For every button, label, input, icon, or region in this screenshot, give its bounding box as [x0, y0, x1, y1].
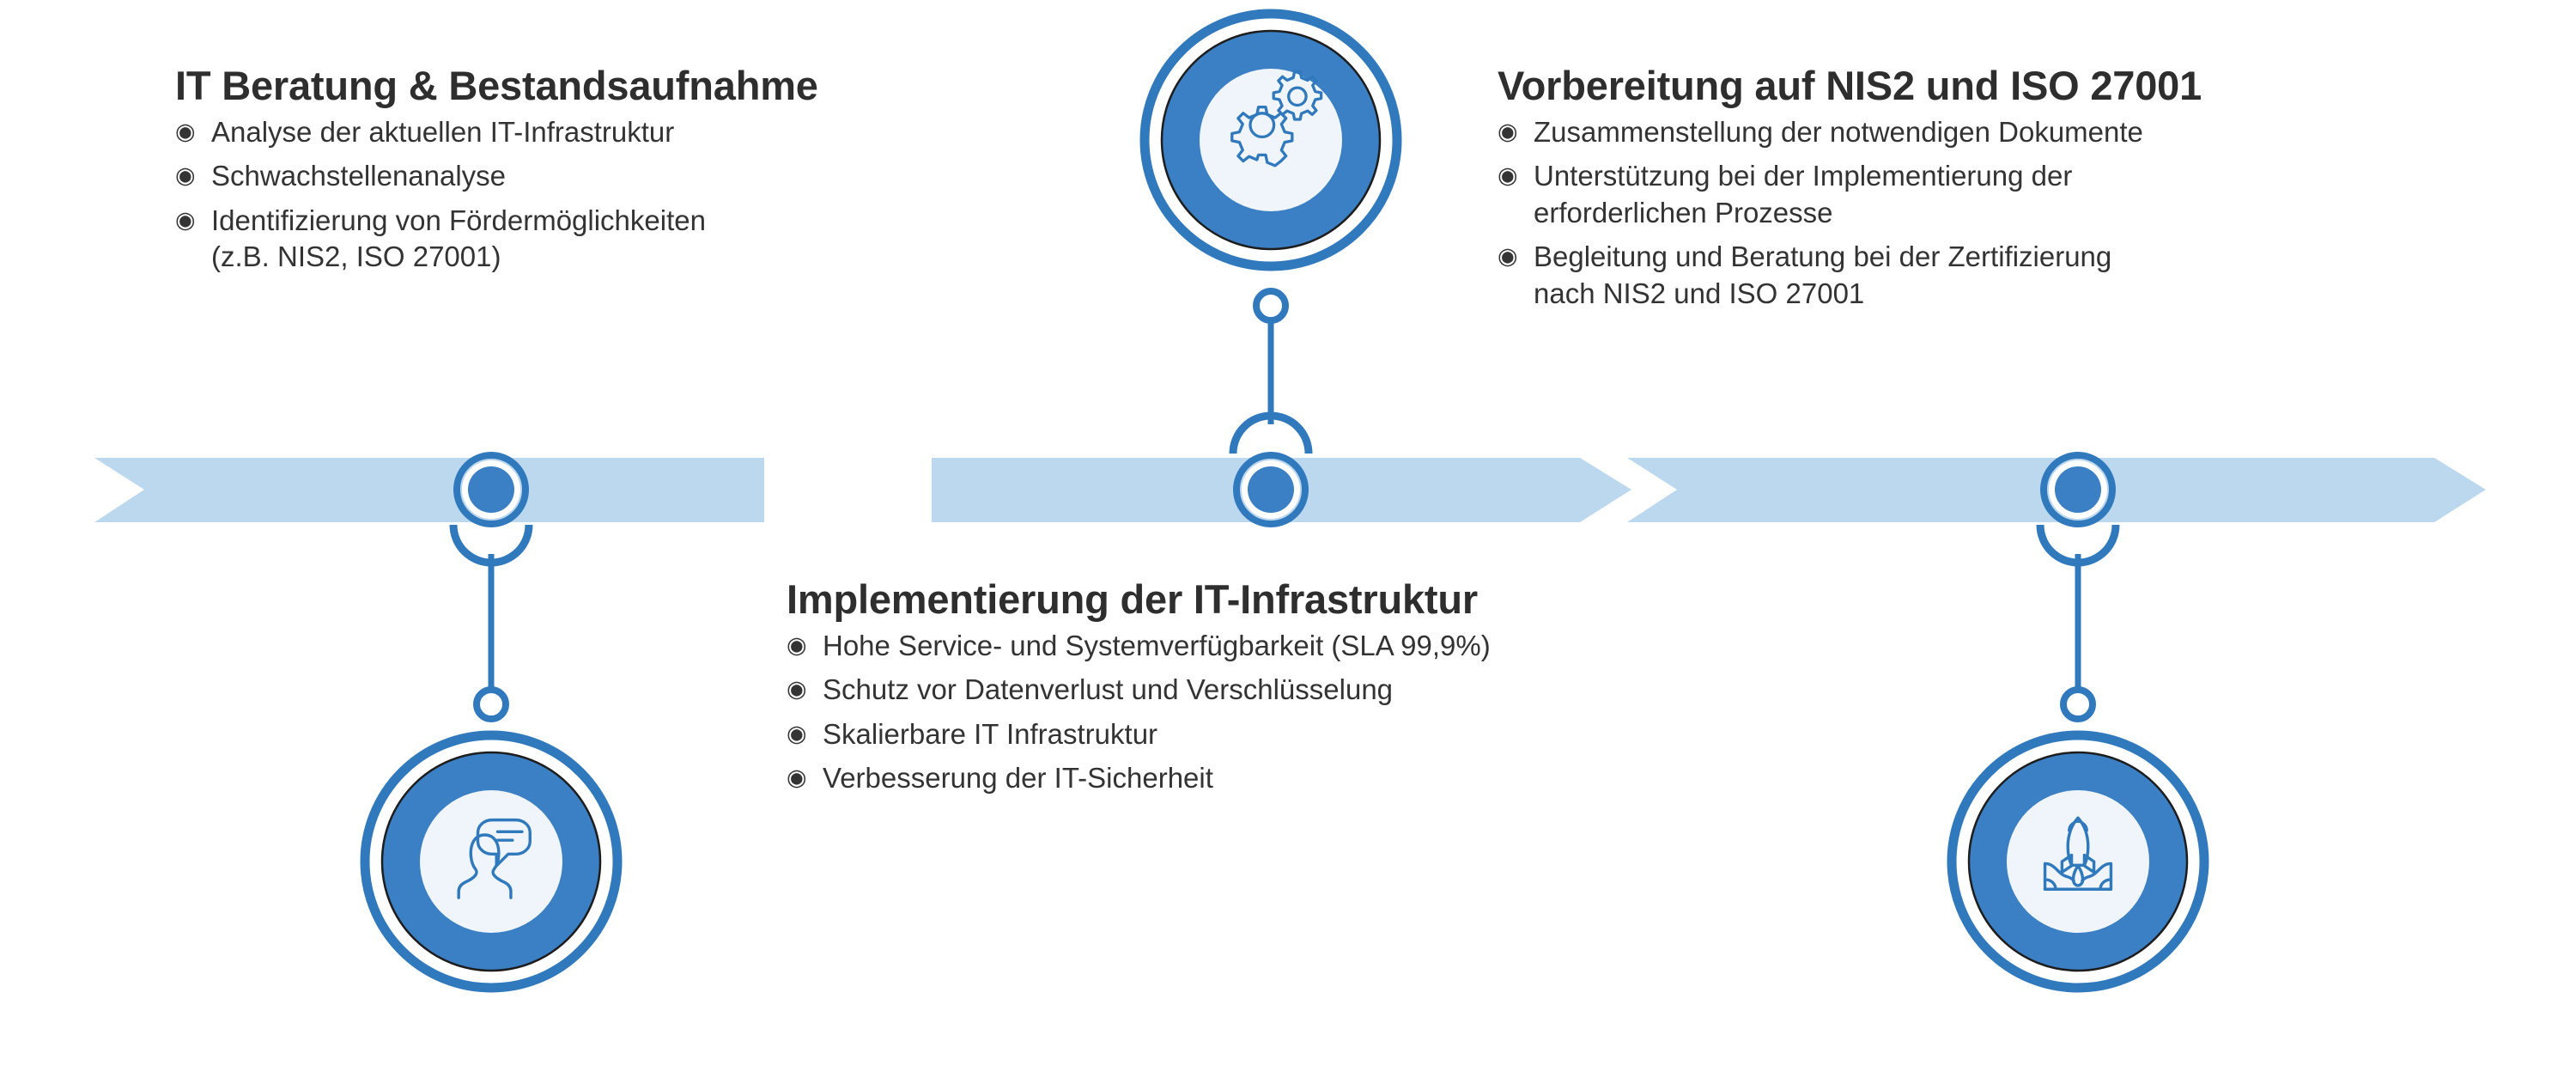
- step-preparation-heading: Vorbereitung auf NIS2 und ISO 27001: [1498, 63, 2202, 108]
- fisheye-bullet-icon: ◉: [175, 206, 196, 233]
- badge-gears[interactable]: [1139, 9, 1402, 271]
- list-item: ◉ Verbesserung der IT-Sicherheit: [787, 760, 1800, 797]
- step-preparation-block: Vorbereitung auf NIS2 und ISO 27001 ◉ Zu…: [1498, 63, 2562, 320]
- badge-consultation[interactable]: [360, 730, 623, 993]
- fisheye-bullet-icon: ◉: [175, 162, 196, 189]
- list-item-line2: nach NIS2 und ISO 27001: [1534, 277, 1865, 309]
- fisheye-bullet-icon: ◉: [175, 118, 196, 144]
- step-implementation-block: Implementierung der IT-Infrastruktur ◉ H…: [787, 576, 1800, 805]
- connector-left: [449, 524, 533, 722]
- list-item: ◉ Unterstützung bei der Implementierung …: [1498, 158, 2562, 231]
- fisheye-bullet-icon: ◉: [787, 764, 807, 791]
- step-consulting-heading: IT Beratung & Bestandsaufnahme: [175, 63, 818, 108]
- fisheye-bullet-icon: ◉: [1498, 118, 1518, 144]
- list-item-line1: Begleitung und Beratung bei der Zertifiz…: [1534, 241, 2112, 273]
- list-item: ◉ Analyse der aktuellen IT-Infrastruktur: [175, 114, 1137, 151]
- step-implementation-bullets: ◉ Hohe Service- und Systemverfügbarkeit …: [787, 628, 1800, 797]
- list-item-line1: Identifizierung von Fördermöglichkeiten: [211, 204, 706, 236]
- list-item: ◉ Zusammenstellung der notwendigen Dokum…: [1498, 114, 2562, 151]
- connector-center: [1229, 288, 1313, 454]
- step-implementation-heading: Implementierung der IT-Infrastruktur: [787, 576, 1478, 622]
- list-item-line1: Skalierbare IT Infrastruktur: [823, 717, 1158, 750]
- timeline-marker-1[interactable]: [453, 452, 529, 527]
- badge-rocket[interactable]: [1947, 730, 2209, 993]
- fisheye-bullet-icon: ◉: [1498, 243, 1518, 270]
- fisheye-bullet-icon: ◉: [1498, 162, 1518, 189]
- list-item-line1: Schutz vor Datenverlust und Verschlüssel…: [823, 673, 1394, 706]
- list-item-line1: Verbesserung der IT-Sicherheit: [823, 762, 1213, 795]
- step-consulting-bullets: ◉ Analyse der aktuellen IT-Infrastruktur…: [175, 114, 1137, 276]
- list-item-line1: Schwachstellenanalyse: [211, 160, 507, 192]
- list-item-line1: Unterstützung bei der Implementierung de…: [1534, 160, 2073, 192]
- list-item: ◉ Schwachstellenanalyse: [175, 158, 1137, 195]
- list-item: ◉ Begleitung und Beratung bei der Zertif…: [1498, 239, 2562, 312]
- fisheye-bullet-icon: ◉: [787, 720, 807, 746]
- list-item-line1: Hohe Service- und Systemverfügbarkeit (S…: [823, 629, 1491, 661]
- timeline-marker-3[interactable]: [2040, 452, 2116, 527]
- fisheye-bullet-icon: ◉: [787, 631, 807, 658]
- connector-right: [2036, 524, 2120, 722]
- list-item: ◉ Skalierbare IT Infrastruktur: [787, 716, 1800, 753]
- fisheye-bullet-icon: ◉: [787, 676, 807, 703]
- timeline-marker-2[interactable]: [1233, 452, 1309, 527]
- list-item-line2: erforderlichen Prozesse: [1534, 196, 1833, 228]
- timeline-band-1: [94, 458, 764, 522]
- list-item-line1: Zusammenstellung der notwendigen Dokumen…: [1534, 115, 2143, 148]
- step-preparation-bullets: ◉ Zusammenstellung der notwendigen Dokum…: [1498, 114, 2562, 313]
- list-item: ◉ Hohe Service- und Systemverfügbarkeit …: [787, 628, 1800, 665]
- list-item-line1: Analyse der aktuellen IT-Infrastruktur: [211, 115, 675, 148]
- list-item: ◉ Schutz vor Datenverlust und Verschlüss…: [787, 672, 1800, 709]
- list-item-line2: (z.B. NIS2, ISO 27001): [211, 241, 501, 273]
- step-consulting-block: IT Beratung & Bestandsaufnahme ◉ Analyse…: [175, 63, 1137, 283]
- list-item: ◉ Identifizierung von Fördermöglichkeite…: [175, 203, 1137, 276]
